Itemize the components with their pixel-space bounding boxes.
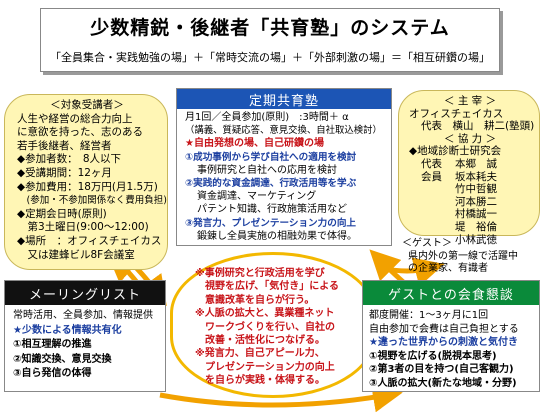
mailing-list-header: メーリングリスト: [5, 281, 165, 305]
outcome-line: 視野を広げ、「気付き」による: [195, 281, 339, 293]
outcome-line: ※発言力、自己アピール力、: [195, 348, 325, 360]
target-description-2: に意欲を持った、志のある: [17, 126, 143, 139]
mailing-list-panel: メーリングリスト 常時活用、全員参加、情報提供 ★少数による情報共有化 ①相互理…: [4, 280, 166, 392]
guest-heading: ＜ゲスト＞: [402, 238, 452, 249]
outcome-line: ワークづくりを行い、自社の: [195, 321, 335, 333]
coop-members-row: 会員 坂本耗夫 竹中哲観 河本勝二 村橋誠一 堤 裕倫 小林武徳: [409, 171, 531, 247]
coop-rep-row: 代表 本郷 誠: [409, 158, 531, 171]
coop-member-role: 会員: [421, 170, 442, 183]
mailing-lead: 常時活用、全員参加、情報提供: [13, 310, 153, 321]
coop-member-name: 坂本耗夫: [455, 170, 497, 183]
session-item: ②実践的な資金調達、行政活用等を学ぶ: [185, 178, 357, 190]
dinner-item: ②第3者の目を持つ(自己客観力): [369, 364, 514, 376]
host-heading: ＜ 主 宰 ＞: [443, 95, 496, 107]
coop-member-name: 小林武徳: [455, 233, 497, 246]
target-item: ◆定期会日時(原則): [17, 207, 107, 220]
session-item-sub: 資金調達、マーケティング: [197, 191, 317, 203]
dinner-item: ①視野を広げる(脱視本思考): [369, 350, 497, 362]
guest-line: の企業家、有識者: [408, 263, 488, 275]
host-rep: 代表 横山 耕二(塾頭): [421, 120, 535, 133]
dinner-section-title: ★違った世界からの刺激と気付き: [369, 337, 518, 349]
coop-member-name: 堤 裕倫: [455, 220, 497, 233]
target-item: ◆受講期間：12ヶ月: [17, 166, 112, 179]
coop-org: ◆地域診断士研究会: [409, 145, 502, 158]
outcome-line: 改善・活性化につなげる。: [195, 335, 325, 347]
target-item: (参加・不参加関係なく費用負担): [17, 195, 167, 207]
target-item: 又は建蜂ビル8F会議室: [17, 248, 135, 261]
coop-rep-name: 本郷 誠: [455, 157, 497, 170]
session-item-sub: パテント知識、行政施策活用など: [197, 204, 347, 216]
mailing-section-title: ★少数による情報共有化: [13, 324, 122, 336]
guest-note: ＜ゲスト＞ 県内外の第一線で活躍中 の企業家、有識者: [402, 238, 542, 278]
session-item-sub: 事例研究と自社への応用を検討: [197, 164, 337, 176]
dinner-lead: 都度開催：1〜3ヶ月に1回: [369, 310, 489, 321]
outcome-line: 意識改革を自らが行う。: [195, 294, 315, 306]
target-description-1: 人生や経営の総合力向上: [17, 112, 133, 125]
target-item: 第3土曜日(9:00〜12:00): [17, 221, 149, 234]
dinner-item: ③人脈の拡大(新たな地域・分野): [369, 377, 517, 389]
title-box: 少数精鋭・後継者「共育塾」のシステム 「全員集合・実践勉強の場」＋「常時交流の場…: [40, 8, 500, 72]
target-description-3: 若手後継者、経営者: [17, 139, 112, 152]
target-participants-box: ＜対象受講者＞ 人生や経営の総合力向上 に意欲を持った、志のある 若手後継者、経…: [4, 94, 168, 270]
host-org: オフィスチェイカス: [409, 107, 504, 120]
session-item: ①成功事例から学び自社への適用を検討: [185, 151, 357, 163]
coop-member-name: 村橋誠一: [455, 208, 497, 221]
arrow-bottom: [159, 382, 403, 412]
session-schedule: 月1回／全員参加(原則) :3時間＋ α: [185, 112, 349, 123]
outcome-line: ※人脈の拡大と、異業種ネット: [195, 308, 335, 320]
session-item-sub: 鍛錬し全員実施の相融効果で体得。: [197, 230, 357, 242]
dinner-lead: 自由参加で会費は自己負担とする: [369, 323, 519, 335]
outcomes-ellipse: ※事例研究と行政活用を学び 視野を広げ、「気付き」による 意識改革を自らが行う。…: [170, 252, 376, 398]
target-item: ◆参加者数： 8人以下: [17, 153, 122, 166]
mailing-item: ①相互理解の推進: [13, 339, 92, 351]
page-subtitle: 「全員集合・実践勉強の場」＋「常時交流の場」＋「外部刺激の場」＝「相互研鑽の場」: [50, 51, 490, 64]
guest-line: 県内外の第一線で活躍中: [408, 250, 518, 262]
regular-session-panel: 定期共育塾 月1回／全員参加(原則) :3時間＋ α （講義、質疑応答、意見交換…: [176, 88, 392, 246]
coop-member-name: 竹中哲観: [455, 183, 497, 196]
organizer-box: ＜ 主 宰 ＞ オフィスチェイカス 代表 横山 耕二(塾頭) ＜ 協 力 ＞ ◆…: [398, 90, 540, 246]
mailing-item: ②知識交換、意見交換: [13, 353, 112, 365]
outcome-line: プレゼンテーション力の向上: [195, 361, 335, 373]
target-item: ◆参加費用：18万円(月1.5万): [17, 180, 158, 193]
guest-dinner-panel: ゲストとの会食懇談 都度開催：1〜3ヶ月に1回 自由参加で会費は自己負担とする …: [362, 280, 540, 392]
guest-dinner-header: ゲストとの会食懇談: [363, 281, 539, 305]
coop-rep-role: 代表: [421, 157, 442, 170]
mailing-item: ③自ら発信の体得: [13, 368, 92, 380]
target-heading: ＜対象受講者＞: [50, 99, 124, 111]
coop-member-name: 河本勝二: [455, 195, 497, 208]
target-item: ◆場所 ：オフィスチェイカス: [17, 234, 162, 247]
page-title: 少数精鋭・後継者「共育塾」のシステム: [90, 17, 450, 39]
outcome-line: を自らが実践・体得する。: [195, 375, 325, 387]
session-section-title: ★自由発想の場、自己研鑽の場: [185, 138, 324, 150]
session-contents: （講義、質疑応答、意見交換、自社取込検討）: [185, 125, 382, 137]
coop-heading: ＜ 協 力 ＞: [443, 132, 496, 145]
session-item: ③発言力、プレゼンテーション力の向上: [185, 217, 357, 229]
regular-session-header: 定期共育塾: [177, 89, 391, 109]
outcome-line: ※事例研究と行政活用を学び: [195, 268, 325, 279]
